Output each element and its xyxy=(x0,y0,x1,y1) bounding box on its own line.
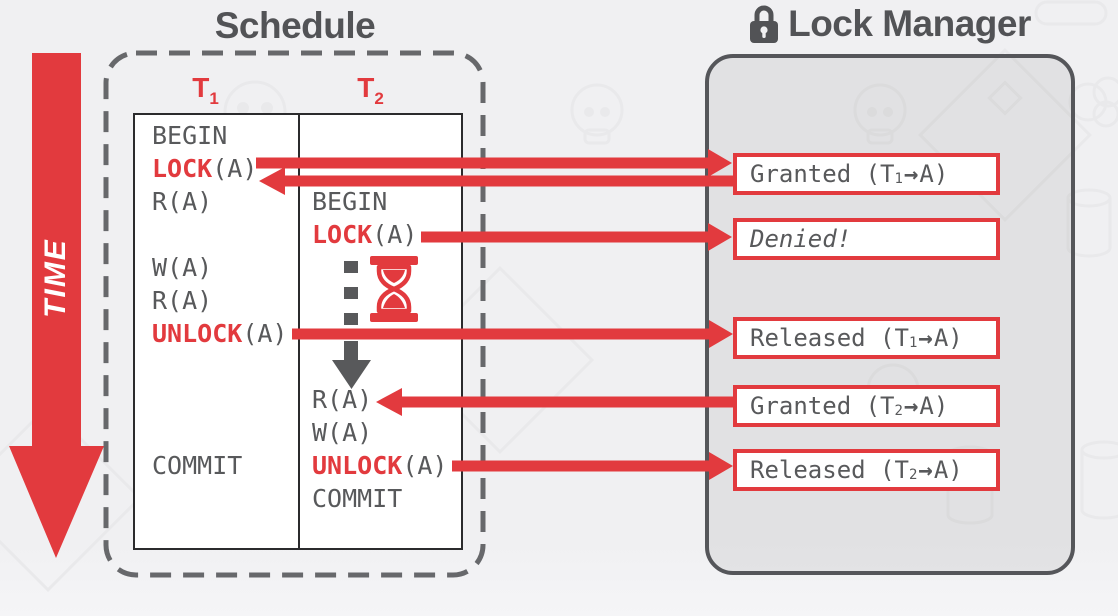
op-lock: LOCK(A) xyxy=(152,154,258,183)
t2-column: BEGIN LOCK(A) R(A) W(A) UNLOCK(A) COMMIT xyxy=(300,115,465,548)
op-ra: R(A) xyxy=(152,286,213,315)
cloud-watermark xyxy=(1068,76,1118,128)
op-begin: BEGIN xyxy=(312,187,388,216)
lock-icon xyxy=(750,5,779,43)
op-lock: LOCK(A) xyxy=(312,220,418,249)
database-cylinder-watermark xyxy=(1066,188,1112,258)
op-wa: W(A) xyxy=(152,253,213,282)
lock-manager-title-text: Lock Manager xyxy=(788,3,1031,44)
op-unlock: UNLOCK(A) xyxy=(312,451,448,480)
time-label: TIME xyxy=(39,238,72,318)
column-header-t1: T1 xyxy=(192,72,219,108)
schedule-title: Schedule xyxy=(214,5,376,46)
column-header-t2: T2 xyxy=(357,72,384,108)
op-commit: COMMIT xyxy=(312,484,403,513)
op-unlock: UNLOCK(A) xyxy=(152,319,288,348)
skull-watermark xyxy=(570,83,624,145)
op-wa: W(A) xyxy=(312,418,373,447)
diamond-watermark xyxy=(0,403,143,593)
t1-column: BEGIN LOCK(A) R(A) W(A) R(A) UNLOCK(A) COMMIT xyxy=(135,115,300,548)
lock-manager-message: Denied! xyxy=(733,218,1000,260)
pill-watermark xyxy=(1034,0,1108,26)
op-ra: R(A) xyxy=(312,385,373,414)
column-divider xyxy=(298,115,300,548)
lock-manager-title: Lock Manager xyxy=(705,3,1075,45)
op-begin: BEGIN xyxy=(152,121,228,150)
op-commit: COMMIT xyxy=(152,451,243,480)
database-cylinder-watermark xyxy=(1080,440,1118,520)
skull-watermark xyxy=(853,83,907,145)
op-ra: R(A) xyxy=(152,187,213,216)
